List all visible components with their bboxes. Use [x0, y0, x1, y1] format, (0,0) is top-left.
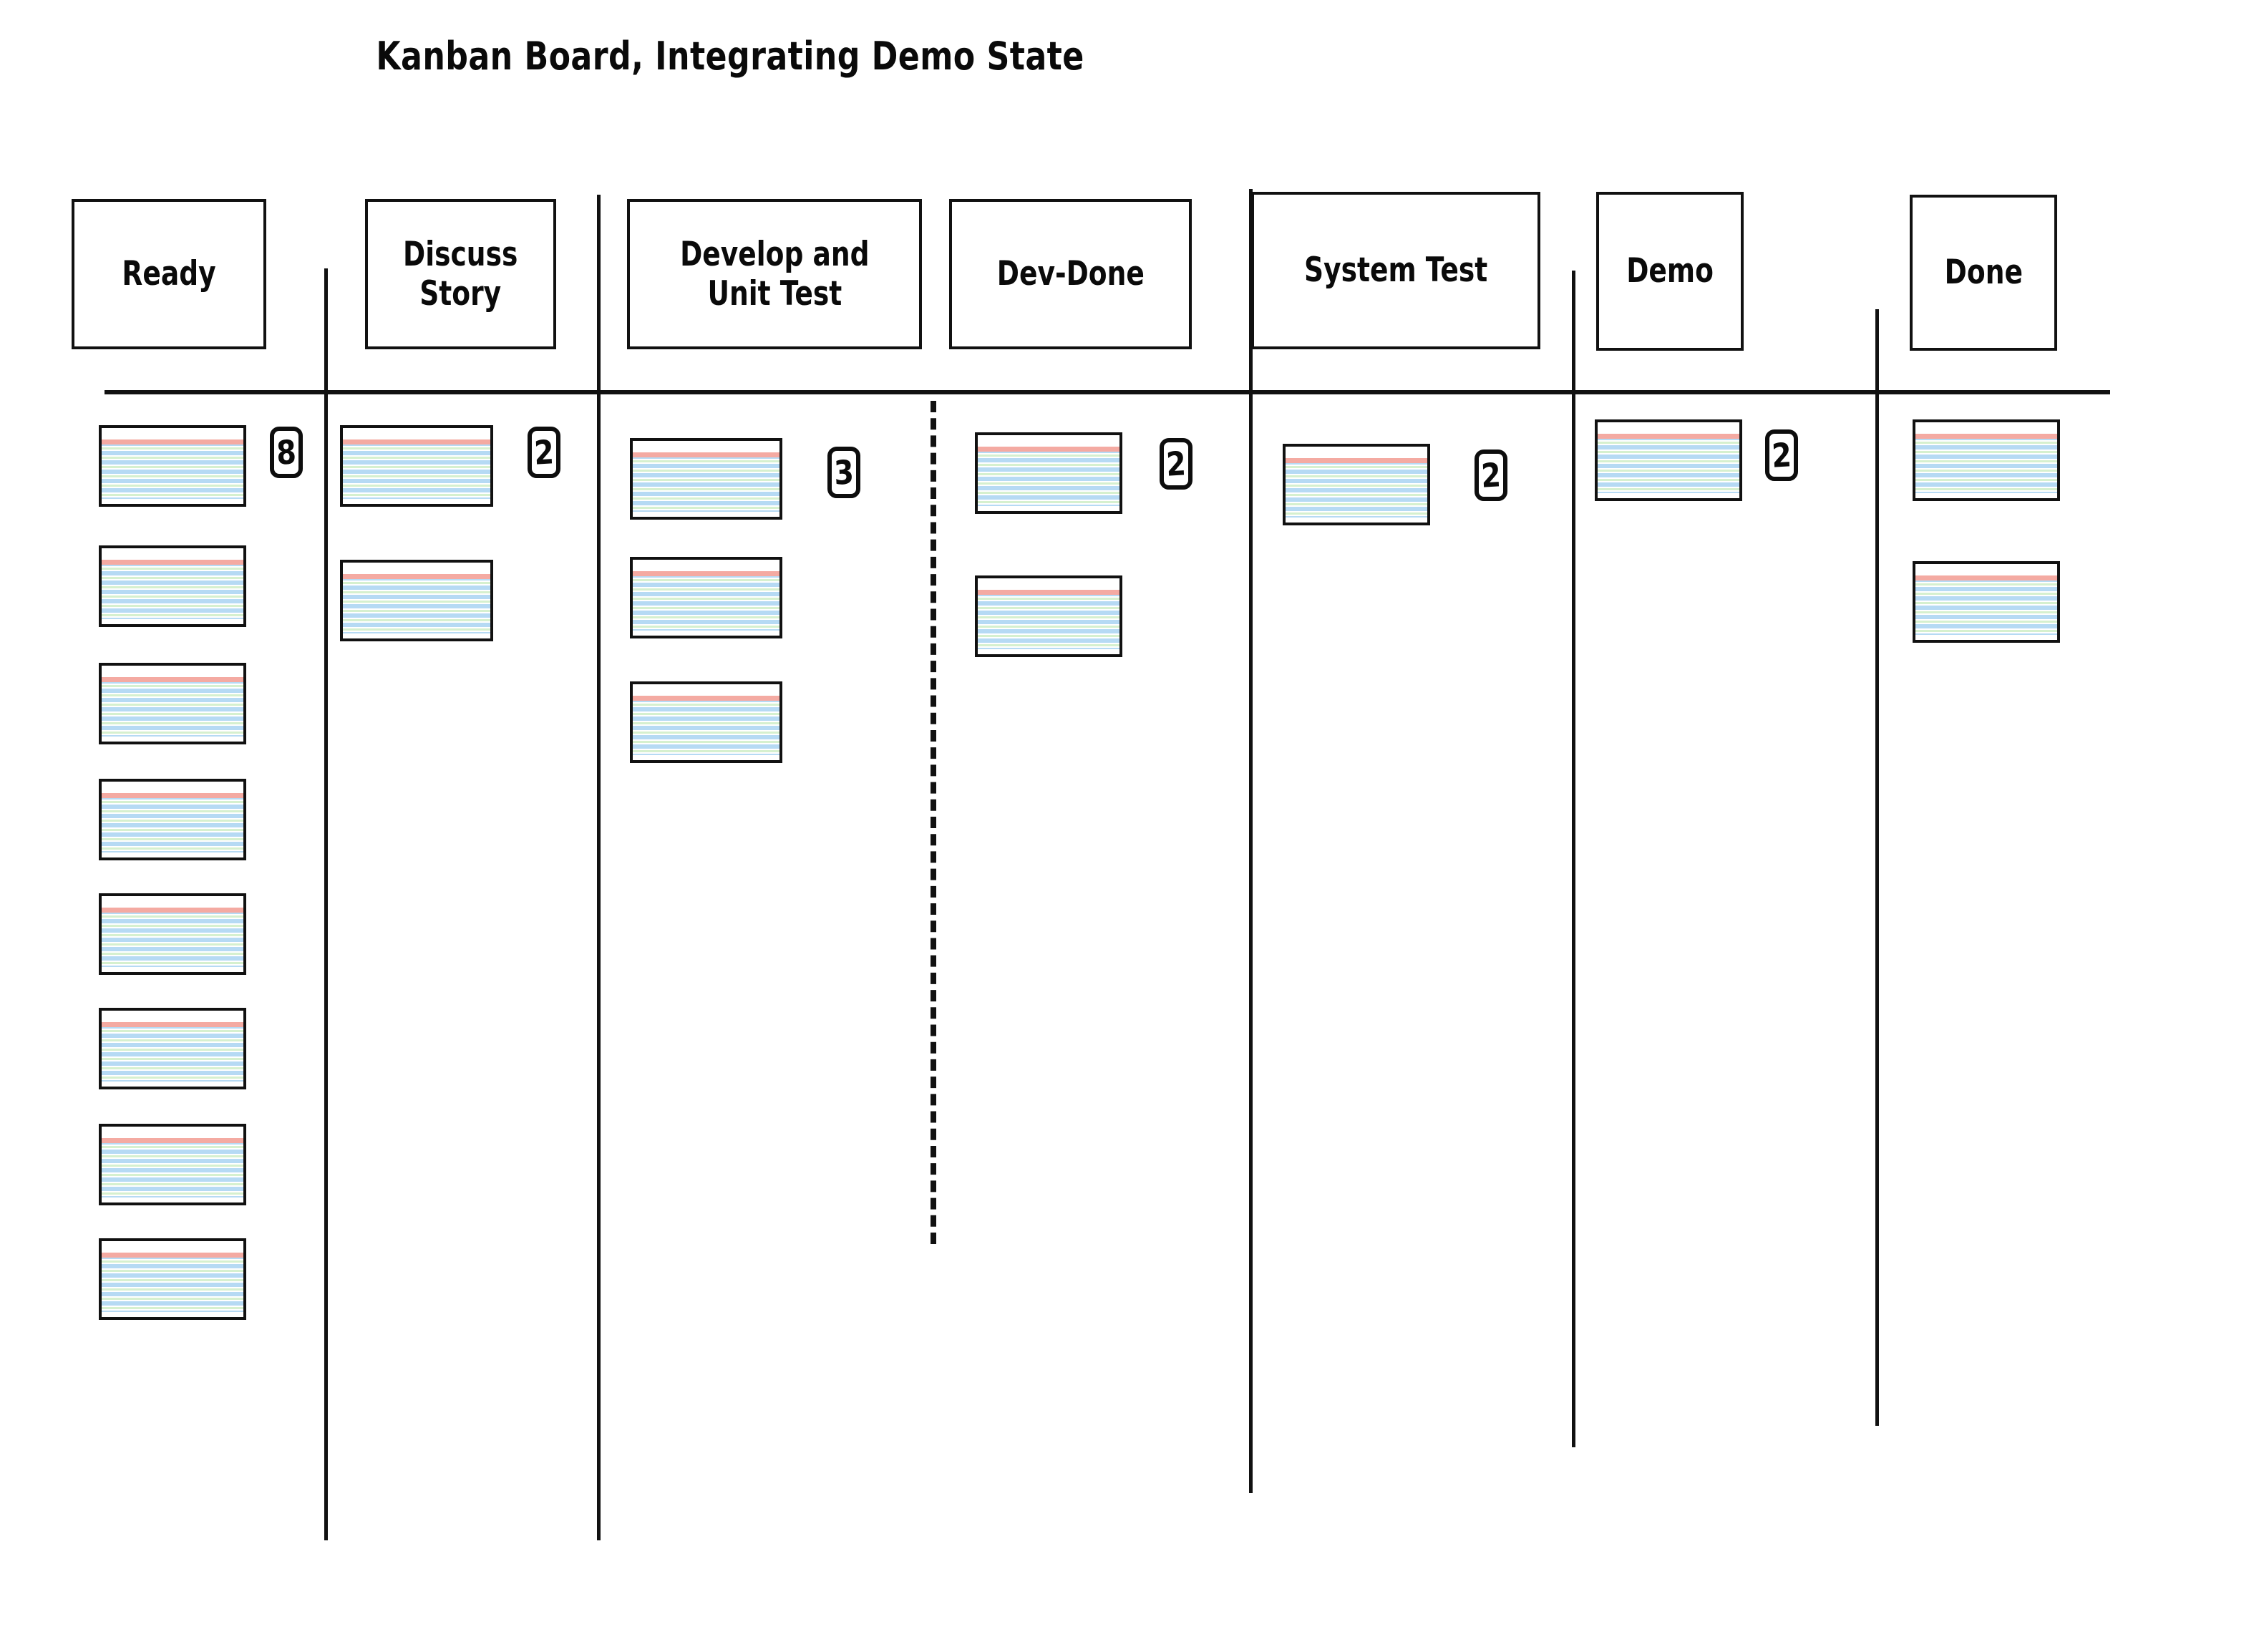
card-header-rule	[102, 908, 243, 913]
card-ruled-lines	[978, 592, 1119, 649]
card[interactable]	[99, 1238, 246, 1320]
divider-devdone-systemtest	[1249, 189, 1253, 1493]
card[interactable]	[1913, 419, 2060, 501]
card-header-rule	[1915, 575, 2057, 581]
card[interactable]	[99, 1008, 246, 1089]
wip-limit-badge-dev-done[interactable]: 2	[1160, 438, 1192, 490]
card[interactable]	[99, 545, 246, 627]
card[interactable]	[630, 438, 782, 520]
wip-limit-value: 2	[1771, 435, 1792, 475]
card-header-rule	[1915, 434, 2057, 439]
column-header-label: Ready	[122, 254, 216, 294]
card-ruled-lines	[1915, 436, 2057, 493]
card-ruled-lines	[1915, 578, 2057, 635]
card-header-rule	[978, 590, 1119, 596]
card-header-rule	[102, 560, 243, 565]
card-header-rule	[102, 439, 243, 445]
column-header-develop-unit-test[interactable]: Develop and Unit Test	[627, 199, 922, 349]
card-ruled-lines	[343, 576, 490, 633]
wip-limit-badge-system-test[interactable]: 2	[1475, 450, 1507, 501]
card[interactable]	[1283, 444, 1430, 525]
column-header-label: Done	[1944, 253, 2023, 293]
card-header-rule	[1286, 458, 1427, 464]
card-ruled-lines	[102, 1024, 243, 1082]
card-ruled-lines	[102, 1140, 243, 1197]
column-header-demo[interactable]: Demo	[1596, 192, 1744, 351]
column-header-ready[interactable]: Ready	[72, 199, 266, 349]
card[interactable]	[630, 681, 782, 763]
column-header-discuss-story[interactable]: Discuss Story	[365, 199, 556, 349]
card[interactable]	[340, 425, 493, 507]
divider-develop-devdone	[931, 401, 936, 1244]
card-header-rule	[343, 439, 490, 445]
card-ruled-lines	[633, 573, 779, 631]
card[interactable]	[99, 1124, 246, 1205]
card-header-rule	[102, 1022, 243, 1028]
card[interactable]	[99, 893, 246, 975]
card-header-rule	[1598, 434, 1739, 439]
divider-discuss-develop	[597, 195, 601, 1540]
card-header-rule	[102, 793, 243, 799]
card-ruled-lines	[633, 698, 779, 755]
wip-limit-badge-discuss-story[interactable]: 2	[528, 427, 560, 478]
card[interactable]	[99, 663, 246, 744]
card-header-rule	[102, 1138, 243, 1144]
wip-limit-value: 2	[533, 432, 555, 472]
header-separator-rule	[105, 390, 2110, 394]
wip-limit-badge-ready[interactable]: 8	[270, 427, 303, 478]
card-ruled-lines	[1286, 460, 1427, 518]
card-ruled-lines	[1598, 436, 1739, 493]
card[interactable]	[1913, 561, 2060, 643]
card-ruled-lines	[978, 449, 1119, 506]
divider-demo-done	[1875, 309, 1879, 1426]
wip-limit-value: 2	[1480, 455, 1502, 495]
card-header-rule	[102, 1253, 243, 1258]
card[interactable]	[99, 425, 246, 507]
card-ruled-lines	[102, 679, 243, 737]
card[interactable]	[1595, 419, 1742, 501]
card[interactable]	[975, 432, 1122, 514]
card-ruled-lines	[102, 910, 243, 967]
wip-limit-value: 8	[276, 432, 297, 472]
card-ruled-lines	[343, 442, 490, 499]
card-ruled-lines	[102, 1255, 243, 1312]
column-header-done[interactable]: Done	[1910, 195, 2057, 351]
card[interactable]	[630, 557, 782, 638]
divider-systemtest-demo	[1572, 271, 1575, 1447]
card-ruled-lines	[102, 795, 243, 852]
card-ruled-lines	[102, 562, 243, 619]
wip-limit-badge-demo[interactable]: 2	[1765, 429, 1798, 481]
column-header-dev-done[interactable]: Dev-Done	[949, 199, 1192, 349]
card-ruled-lines	[633, 455, 779, 512]
column-header-label: Demo	[1626, 251, 1714, 291]
page-title: Kanban Board, Integrating Demo State	[376, 34, 1084, 79]
column-header-label: Dev-Done	[996, 254, 1145, 294]
card-header-rule	[102, 677, 243, 683]
card-header-rule	[633, 696, 779, 701]
wip-limit-badge-develop-unit-test[interactable]: 3	[827, 447, 860, 498]
wip-limit-value: 2	[1165, 444, 1187, 484]
column-header-label: Develop and Unit Test	[679, 234, 870, 314]
column-header-label: Discuss Story	[403, 234, 518, 314]
card[interactable]	[340, 560, 493, 641]
card-header-rule	[343, 574, 490, 580]
wip-limit-value: 3	[833, 452, 855, 492]
column-header-label: System Test	[1303, 251, 1488, 291]
card[interactable]	[975, 575, 1122, 657]
card-ruled-lines	[102, 442, 243, 499]
column-header-system-test[interactable]: System Test	[1251, 192, 1540, 349]
card[interactable]	[99, 779, 246, 860]
card-header-rule	[633, 571, 779, 577]
card-header-rule	[978, 447, 1119, 452]
divider-ready-discuss	[324, 268, 328, 1540]
card-header-rule	[633, 452, 779, 458]
